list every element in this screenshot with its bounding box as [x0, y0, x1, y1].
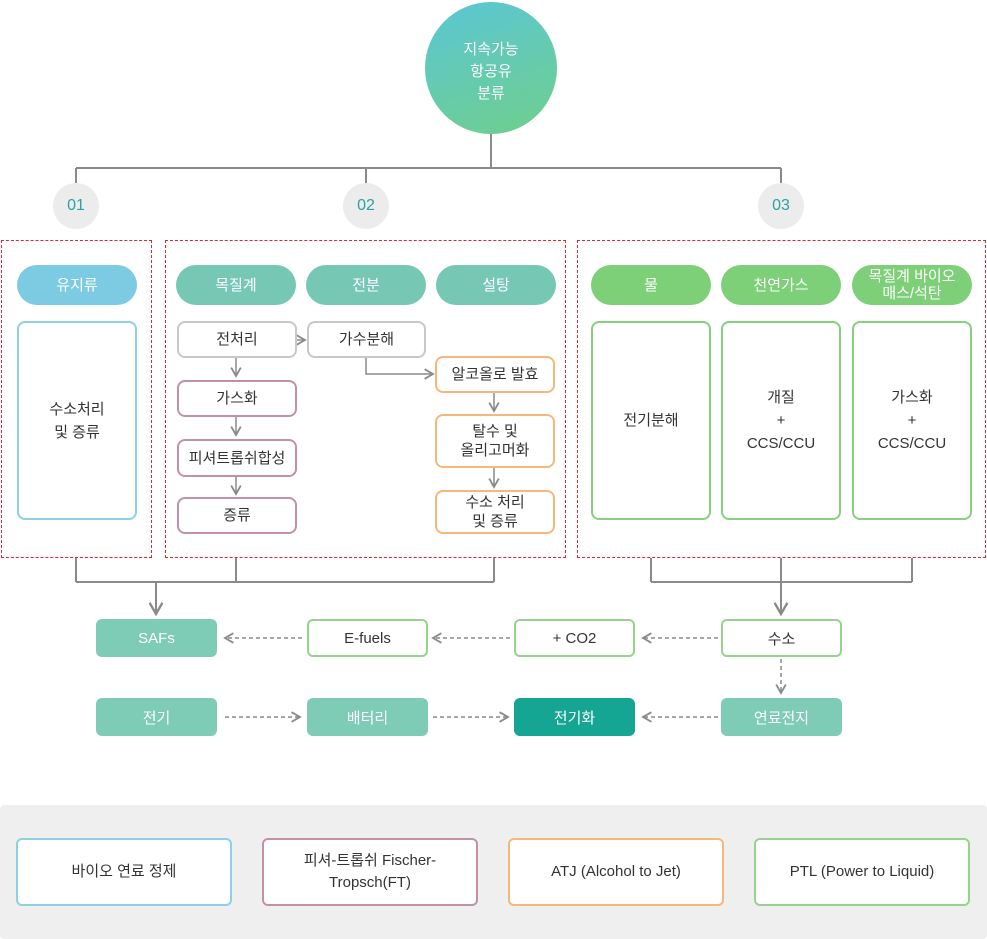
card-line: 개질 — [767, 389, 795, 406]
category-region-03 — [577, 240, 986, 558]
node-efuels: E-fuels — [307, 619, 428, 657]
pill-lignocellulosic: 목질계 — [176, 265, 296, 305]
card-line: CCS/CCU — [877, 435, 947, 452]
legend-bio-refining: 바이오 연료 정제 — [16, 838, 232, 906]
category-region-01 — [1, 240, 152, 558]
card-line: + — [907, 412, 917, 429]
step-line: 올리고머화 — [460, 442, 530, 459]
node-battery: 배터리 — [307, 698, 428, 736]
root-line: 지속가능 — [463, 41, 519, 58]
step-fischer-tropsch-synthesis: 피셔트롭쉬합성 — [177, 439, 297, 477]
legend-line: 피셔-트롭쉬 Fischer- — [303, 852, 437, 869]
root-line: 항공유 — [470, 63, 512, 80]
step-gasification: 가스화 — [177, 380, 297, 417]
card-line: 수소처리 — [49, 400, 105, 418]
card-line: + — [776, 412, 786, 429]
card-hydroprocessing: 수소처리 및 증류 — [17, 321, 137, 520]
category-region-02 — [165, 240, 566, 558]
step-hydrolysis: 가수분해 — [307, 321, 426, 358]
pill-starch: 전분 — [306, 265, 426, 305]
card-line: CCS/CCU — [746, 435, 816, 452]
pill-line: 매스/석탄 — [882, 285, 942, 302]
pill-natural-gas: 천연가스 — [721, 265, 841, 305]
step-line: 수소 처리 — [465, 494, 525, 511]
node-electrification: 전기화 — [514, 698, 635, 736]
pill-line: 목질계 바이오 — [868, 268, 956, 285]
step-dehydration-oligomerization: 탈수 및 올리고머화 — [435, 414, 555, 468]
node-fuel-cell: 연료전지 — [721, 698, 842, 736]
category-number-01: 01 — [53, 183, 99, 229]
step-alcohol-fermentation: 알코올로 발효 — [435, 356, 555, 393]
step-hydrotreating-distillation: 수소 처리 및 증류 — [435, 490, 555, 534]
card-line: 가스화 — [891, 389, 933, 406]
step-line: 탈수 및 — [472, 423, 518, 440]
card-line: 및 증류 — [54, 423, 100, 441]
card-reforming-ccs: 개질 + CCS/CCU — [721, 321, 841, 520]
legend-line: Tropsch(FT) — [329, 874, 411, 891]
step-line: 및 증류 — [472, 513, 518, 530]
node-co2: + CO2 — [514, 619, 635, 657]
root-line: 분류 — [477, 85, 505, 102]
legend-fischer-tropsch: 피셔-트롭쉬 Fischer- Tropsch(FT) — [262, 838, 478, 906]
pill-water: 물 — [591, 265, 711, 305]
category-number-03: 03 — [758, 183, 804, 229]
node-hydrogen: 수소 — [721, 619, 842, 657]
node-electricity: 전기 — [96, 698, 217, 736]
legend-atj: ATJ (Alcohol to Jet) — [508, 838, 724, 906]
step-pretreatment: 전처리 — [177, 321, 297, 358]
card-electrolysis: 전기분해 — [591, 321, 711, 520]
root-node: 지속가능 항공유 분류 — [425, 2, 557, 134]
category-number-02: 02 — [343, 183, 389, 229]
pill-biomass-coal: 목질계 바이오 매스/석탄 — [852, 265, 972, 305]
legend-ptl: PTL (Power to Liquid) — [754, 838, 970, 906]
card-gasification-ccs: 가스화 + CCS/CCU — [852, 321, 972, 520]
pill-sugar: 설탕 — [436, 265, 556, 305]
pill-oil-fat: 유지류 — [17, 265, 137, 305]
step-distillation: 증류 — [177, 497, 297, 534]
node-safs: SAFs — [96, 619, 217, 657]
